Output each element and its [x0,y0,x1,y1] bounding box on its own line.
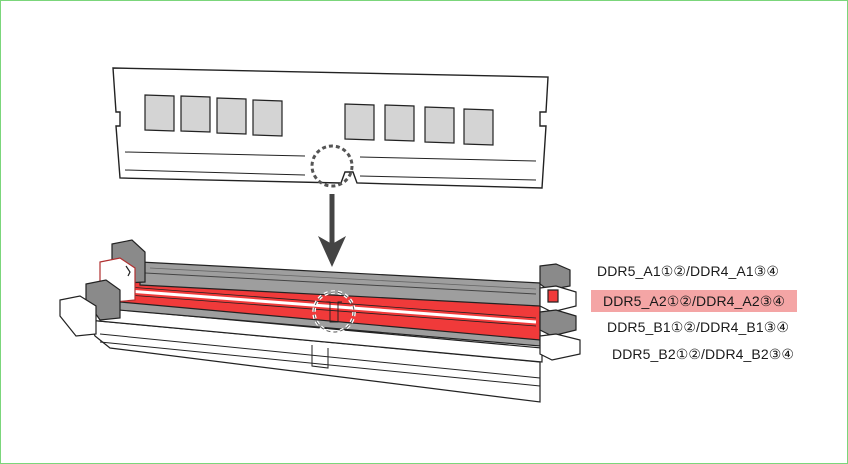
memory-chip-left-group [144,94,283,137]
slot-label-a1: DDR5_A1①②/DDR4_A1③④ [597,263,780,279]
slot-label-b2: DDR5_B2①②/DDR4_B2③④ [612,346,795,362]
slot-label-b1: DDR5_B1①②/DDR4_B1③④ [607,319,790,335]
memory-module-icon [112,67,549,189]
dimm-slot-assembly [59,239,581,403]
slot-label-a2-highlighted: DDR5_A2①②/DDR4_A2③④ [591,290,798,312]
right-latches [539,263,581,361]
memory-chip-right-group [344,103,494,146]
module-notch-callout [310,144,354,188]
left-latches [59,239,146,337]
down-arrow-icon [318,194,346,267]
